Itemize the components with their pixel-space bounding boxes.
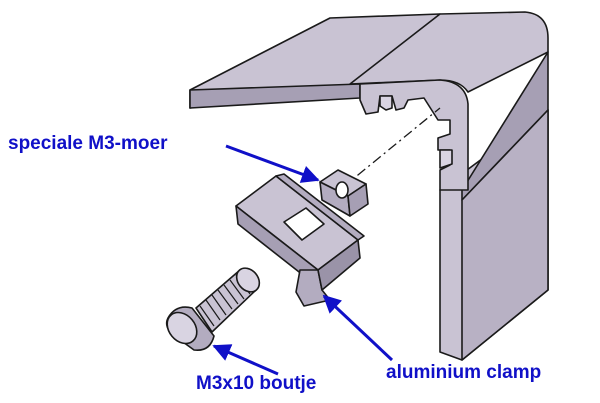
- nut-leader-arrow: [225, 144, 320, 183]
- clamp-window: [283, 207, 325, 241]
- clamp-side-face: [317, 239, 361, 291]
- m3x10-bolt: [165, 267, 261, 352]
- aluminium-clamp: [235, 173, 365, 307]
- clamp-back-flange: [275, 173, 365, 241]
- m3-nut: [319, 169, 369, 217]
- bolt-leader-arrow: [212, 344, 279, 376]
- clamp-label: aluminium clamp: [386, 362, 542, 383]
- bolt-head-face: [166, 311, 198, 345]
- aluminium-profile: [189, 11, 549, 361]
- m3-nut-hole: [335, 181, 349, 199]
- clamp-leader-arrow: [322, 294, 394, 362]
- profile-slot-lower: [439, 149, 453, 169]
- m3-nut-side: [347, 183, 369, 217]
- nut-label: speciale M3-moer: [8, 133, 168, 154]
- profile-slot: [379, 95, 393, 111]
- bolt-tip: [235, 267, 261, 293]
- profile-side-wall-lower: [461, 109, 549, 361]
- profile-end-face: [359, 79, 469, 191]
- bolt-label: M3x10 boutje: [196, 373, 317, 394]
- assembly-axis-line: [341, 107, 441, 189]
